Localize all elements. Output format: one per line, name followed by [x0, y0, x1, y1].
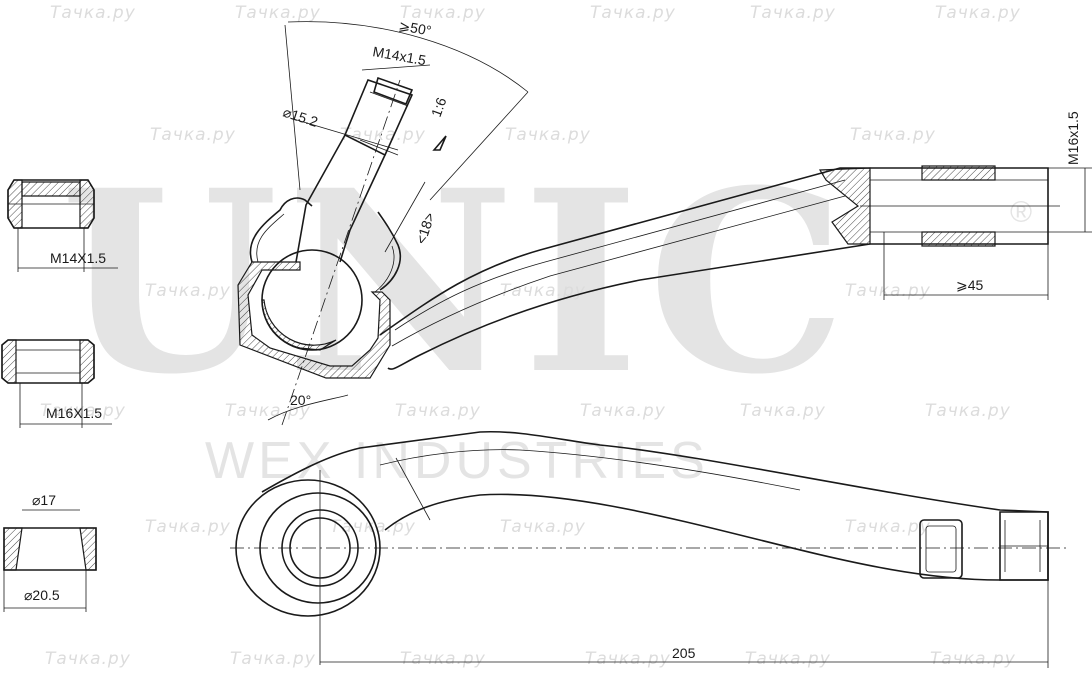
watermark-text: Тачка.ру	[850, 125, 936, 145]
thread-length-label: ⩾45	[956, 277, 984, 293]
angle-bottom-label: 20°	[290, 392, 311, 408]
taper-label: 1:6	[428, 95, 450, 119]
watermark-text: Тачка.ру	[400, 649, 486, 669]
watermark-text: Тачка.ру	[225, 401, 311, 421]
bushing-top-label: ⌀17	[32, 492, 56, 508]
watermark-text: Тачка.ру	[500, 281, 586, 301]
watermark-text: Тачка.ру	[845, 517, 931, 537]
tapered-bushing: ⌀17 ⌀20.5	[3, 492, 97, 612]
tie-rod-end-section	[237, 76, 1060, 426]
angle-top-label: ⩾50°	[397, 17, 432, 38]
bushing-bottom-label: ⌀20.5	[24, 587, 60, 603]
thread-pin-label: M14x1.5	[371, 43, 427, 68]
watermark-text: Тачка.ру	[580, 401, 666, 421]
overall-length-label: 205	[672, 645, 696, 661]
watermark-text: Тачка.ру	[750, 3, 836, 23]
thread-end-label: M16x1.5	[1065, 111, 1081, 165]
nut-small-label: M14X1.5	[50, 250, 106, 266]
registered-mark: ®	[1010, 196, 1032, 229]
watermark-grid: Тачка.ру Тачка.ру Тачка.ру Тачка.ру Тачк…	[40, 3, 1021, 669]
nut-m14	[7, 179, 95, 272]
watermark-text: Тачка.ру	[745, 649, 831, 669]
watermark-text: Тачка.ру	[935, 3, 1021, 23]
watermark-text: Тачка.ру	[930, 649, 1016, 669]
watermark-text: Тачка.ру	[395, 401, 481, 421]
watermark-text: Тачка.ру	[845, 281, 931, 301]
watermark-text: Тачка.ру	[500, 517, 586, 537]
pin-diameter-label: ⌀15.2	[281, 104, 320, 130]
tie-rod-end-side-view: 205	[230, 430, 1070, 668]
watermark-text: Тачка.ру	[330, 517, 416, 537]
watermark-text: Тачка.ру	[145, 517, 231, 537]
watermark-text: Тачка.ру	[340, 125, 426, 145]
watermark-text: Тачка.ру	[740, 401, 826, 421]
brand-tagline-watermark: WEX INDUSTRIES	[205, 432, 709, 490]
watermark-text: Тачка.ру	[925, 401, 1011, 421]
watermark-text: Тачка.ру	[400, 3, 486, 23]
brand-logo-watermark: UNIC	[60, 135, 854, 429]
nut-large-label: M16X1.5	[46, 405, 102, 421]
nut-m16	[1, 339, 95, 428]
watermark-text: Тачка.ру	[585, 649, 671, 669]
watermark-text: Тачка.ру	[145, 281, 231, 301]
watermark-text: Тачка.ру	[50, 3, 136, 23]
watermark-text: Тачка.ру	[590, 3, 676, 23]
watermark-text: Тачка.ру	[505, 125, 591, 145]
watermark-text: Тачка.ру	[45, 649, 131, 669]
watermark-text: Тачка.ру	[230, 649, 316, 669]
watermark-text: Тачка.ру	[235, 3, 321, 23]
watermark-text: Тачка.ру	[150, 125, 236, 145]
